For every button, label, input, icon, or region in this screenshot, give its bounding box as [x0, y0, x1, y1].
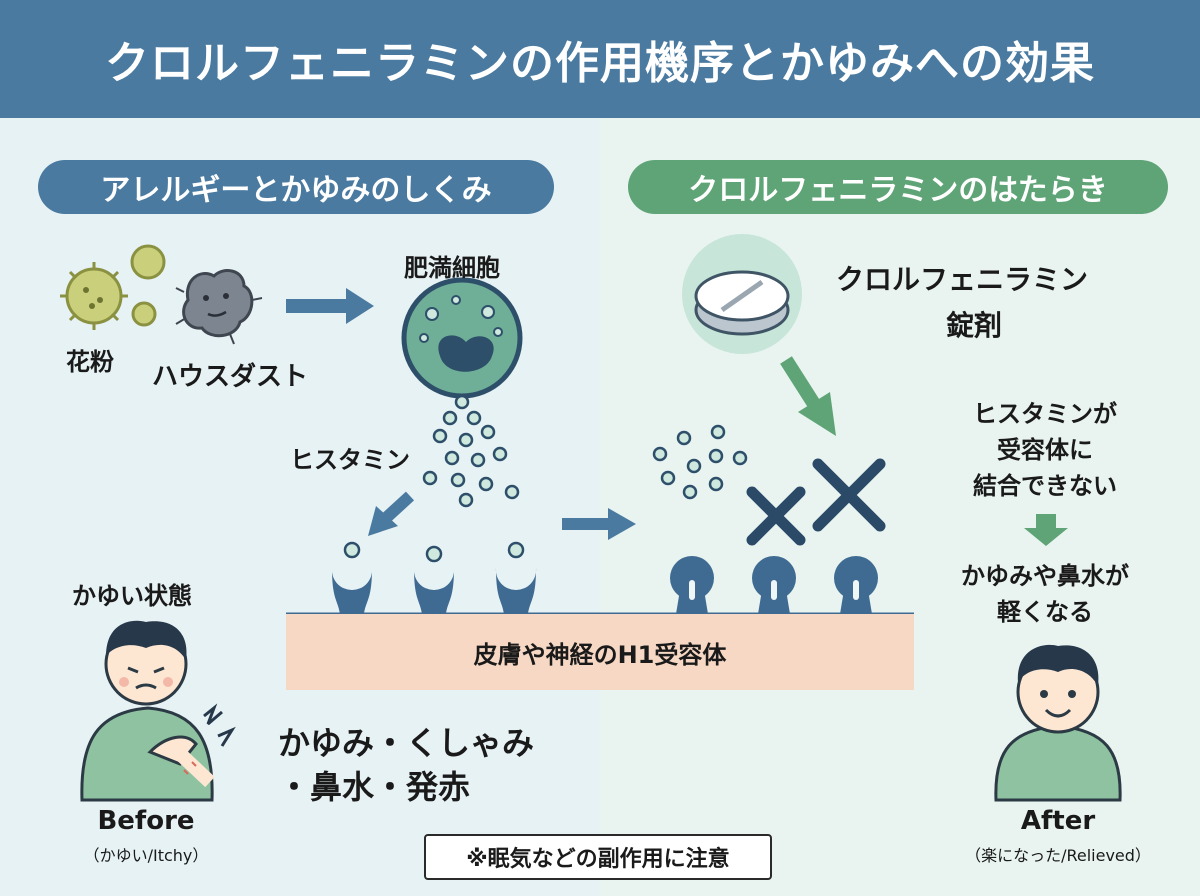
receptor-icon [331, 568, 537, 614]
relieved-person-icon [994, 644, 1122, 802]
mast-cell-icon [401, 277, 523, 399]
tablet-label-line2: 錠剤 [946, 309, 1003, 342]
arrow-tablet-to-receptor [798, 392, 836, 436]
page-title: クロルフェニラミンの作用機序とかゆみへの効果 [105, 38, 1095, 89]
block-text-line3: 結合できない [973, 472, 1117, 500]
block-text-line1: ヒスタミンが [973, 400, 1117, 428]
pollen-icon [60, 244, 166, 330]
after-label: After [1020, 806, 1096, 836]
relief-text-line2: 軽くなる [997, 598, 1093, 626]
histamine-label: ヒスタミン [290, 446, 410, 474]
title-bar: クロルフェニラミンの作用機序とかゆみへの効果 [0, 0, 1200, 118]
block-text-line2: 受容体に [997, 436, 1093, 464]
block-x-icon [746, 458, 886, 546]
left-section-heading: アレルギーとかゆみのしくみ [38, 160, 554, 214]
tablet-icon [682, 234, 802, 354]
arrow-result-down [1024, 528, 1068, 546]
symptoms-line1: かゆみ・くしゃみ [278, 724, 535, 762]
after-sublabel: （楽になった/Relieved） [965, 846, 1151, 865]
receptor-icon-blocked [670, 556, 878, 614]
itchy-person-icon [80, 620, 236, 802]
itchy-state-label: かゆい状態 [72, 582, 192, 610]
right-section-heading: クロルフェニラミンのはたらき [628, 160, 1168, 214]
arrow-histamine-down [368, 506, 398, 536]
mast-cell-label: 肥満細胞 [404, 254, 500, 282]
h1-receptor-band: 皮膚や神経のH1受容体 [286, 614, 914, 690]
symptoms-line2: ・鼻水・発赤 [278, 768, 471, 806]
house-dust-label: ハウスダスト [152, 362, 309, 392]
histamine-particles-right [652, 424, 748, 500]
before-label: Before [97, 806, 195, 836]
pollen-label: 花粉 [66, 348, 114, 376]
side-effect-caution: ※眠気などの副作用に注意 [424, 834, 772, 880]
before-sublabel: （かゆい/Itchy） [83, 846, 209, 865]
tablet-label-line1: クロルフェニラミン [836, 263, 1089, 296]
relief-text-line1: かゆみや鼻水が [961, 562, 1129, 590]
house-dust-icon [175, 269, 263, 345]
histamine-particles-left [422, 394, 520, 508]
